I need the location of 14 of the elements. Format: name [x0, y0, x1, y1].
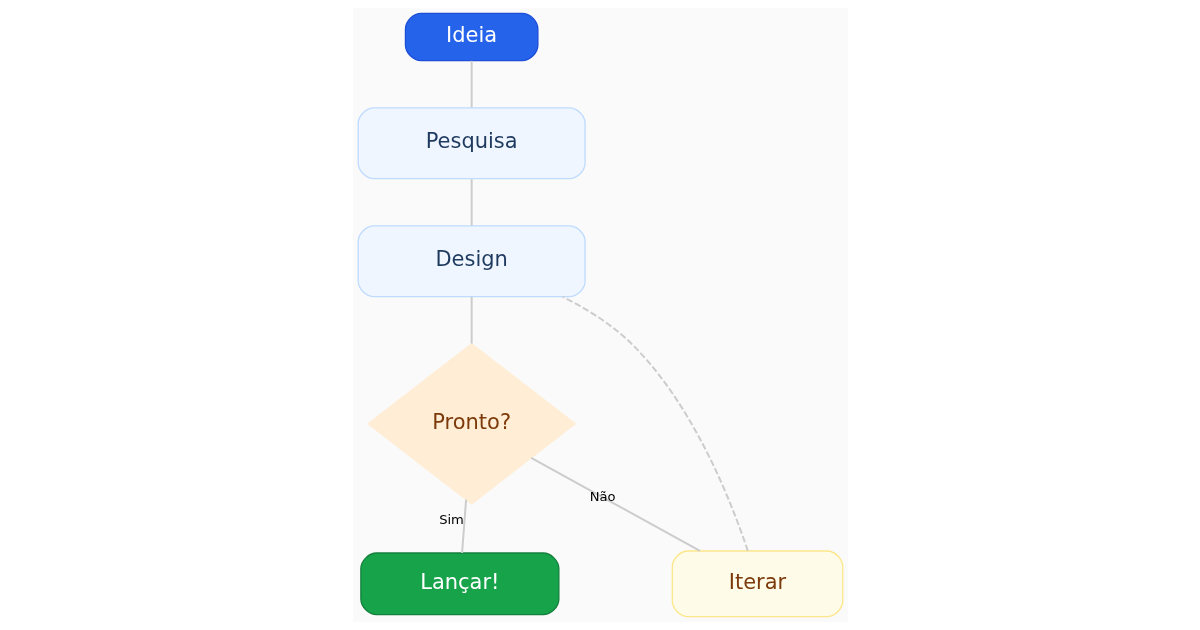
- connector: [470, 295, 473, 345]
- node-box: Design: [357, 225, 586, 298]
- node-box: Iterar: [671, 550, 843, 618]
- node-box: Pesquisa: [357, 107, 586, 180]
- node-box: Ideia: [404, 12, 539, 62]
- connector: [470, 178, 473, 227]
- edge-label: Não: [589, 488, 616, 504]
- connector: [460, 498, 467, 554]
- connector: [470, 59, 473, 109]
- node-diamond: Pronto?: [366, 343, 576, 505]
- node-box: Lançar!: [359, 552, 560, 616]
- edge-label: Sim: [438, 511, 464, 527]
- connector: [561, 295, 749, 552]
- connector: [529, 456, 701, 552]
